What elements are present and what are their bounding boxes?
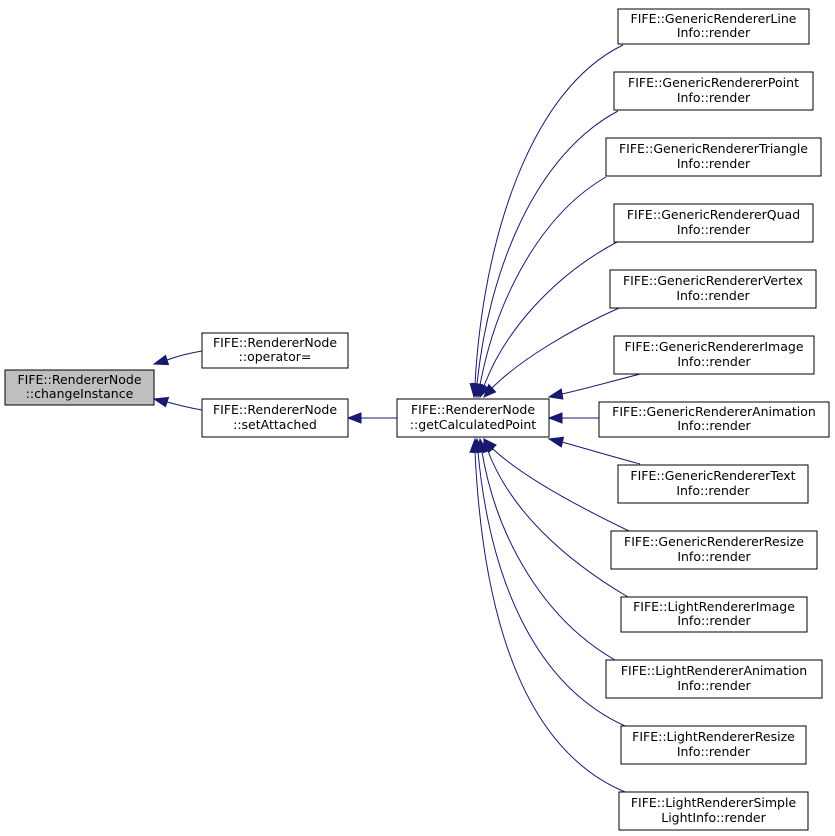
node-point-info-line2: Info::render [677,90,751,105]
node-vertex-info-line2: Info::render [676,288,750,303]
node-light-resize-info[interactable]: FIFE::LightRendererResize Info::render [620,725,807,765]
node-light-simple-info-line2: LightInfo::render [661,810,766,825]
edge-line [474,44,624,385]
node-animation-info-line2: Info::render [677,418,751,433]
node-vertex-info-line1: FIFE::GenericRendererVertex [623,273,803,288]
node-set-attached-line2: ::setAttached [233,417,317,432]
arrowhead-icon [479,383,490,399]
arrowhead-icon [547,412,563,424]
edge-line [483,241,618,387]
edge-animation-info-to-get-calculated-point [547,412,599,424]
node-image-info[interactable]: FIFE::GenericRendererImage Info::render [613,335,815,375]
node-get-calculated-point-line1: FIFE::RendererNode [411,402,535,417]
node-operator-assign-line1: FIFE::RendererNode [213,335,337,350]
node-light-resize-info-line2: Info::render [677,744,751,759]
node-light-image-info-line2: Info::render [677,613,751,628]
node-set-attached[interactable]: FIFE::RendererNode ::setAttached [201,398,349,438]
node-triangle-info-line1: FIFE::GenericRendererTriangle [619,141,808,156]
node-set-attached-line1: FIFE::RendererNode [213,402,337,417]
edge-line [476,110,619,385]
node-image-info-line2: Info::render [677,354,751,369]
node-light-image-info-line1: FIFE::LightRendererImage [633,599,795,614]
edge-line [474,451,626,793]
edge-line [166,401,203,411]
node-change-instance-line1: FIFE::RendererNode [17,372,141,387]
arrowhead-icon [152,396,170,408]
node-light-simple-info[interactable]: FIFE::LightRendererSimple LightInfo::ren… [618,791,809,831]
arrowhead-icon [547,388,564,400]
node-animation-info[interactable]: FIFE::GenericRendererAnimation Info::ren… [598,401,830,438]
edge-line [479,176,607,386]
node-point-info-line1: FIFE::GenericRendererPoint [628,75,799,90]
edge-line [491,447,630,532]
node-triangle-info[interactable]: FIFE::GenericRendererTriangle Info::rend… [605,137,822,177]
node-vertex-info[interactable]: FIFE::GenericRendererVertex Info::render [609,269,817,309]
node-change-instance-line2: ::changeInstance [26,386,134,401]
edge-line [166,350,203,361]
edge-line [477,451,626,727]
node-point-info[interactable]: FIFE::GenericRendererPoint Info::render [613,71,814,111]
node-light-resize-info-line1: FIFE::LightRendererResize [632,729,795,744]
edge-light-simple-info-to-get-calculated-point [469,437,626,793]
node-light-simple-info-line1: FIFE::LightRendererSimple [631,795,797,810]
node-operator-assign[interactable]: FIFE::RendererNode ::operator= [201,332,349,369]
node-get-calculated-point-line2: ::getCalculatedPoint [410,417,536,432]
graph-edges [152,44,641,793]
edge-light-resize-info-to-get-calculated-point [472,437,626,727]
node-light-animation-info-line2: Info::render [677,678,751,693]
node-operator-assign-line2: ::operator= [239,349,312,364]
edge-line [491,307,620,389]
edge-vertex-info-to-get-calculated-point [483,307,620,398]
edge-quad-info-to-get-calculated-point [479,241,618,399]
node-text-info-line2: Info::render [676,483,750,498]
edge-set-attached-to-change-instance [152,396,203,411]
edge-line [487,450,629,598]
node-light-animation-info[interactable]: FIFE::LightRendererAnimation Info::rende… [605,659,823,699]
node-line-info-line1: FIFE::GenericRendererLine [631,11,797,26]
edge-line [481,451,616,661]
node-quad-info-line1: FIFE::GenericRendererQuad [627,207,800,222]
node-animation-info-line1: FIFE::GenericRendererAnimation [612,404,816,419]
edge-text-info-to-get-calculated-point [547,436,641,465]
node-quad-info-line2: Info::render [677,222,751,237]
node-light-image-info[interactable]: FIFE::LightRendererImage Info::render [620,596,808,633]
arrowhead-icon [346,412,362,424]
node-line-info-line2: Info::render [677,25,751,40]
edge-line [561,373,641,395]
node-light-animation-info-line1: FIFE::LightRendererAnimation [621,663,807,678]
node-text-info-line1: FIFE::GenericRendererText [630,468,795,483]
edge-light-image-info-to-get-calculated-point [482,437,629,598]
node-text-info[interactable]: FIFE::GenericRendererText Info::render [617,464,809,504]
node-quad-info[interactable]: FIFE::GenericRendererQuad Info::render [613,203,814,243]
edge-resize-info-to-get-calculated-point [483,437,630,532]
arrowhead-icon [469,437,481,453]
node-image-info-line1: FIFE::GenericRendererImage [624,339,803,354]
arrowhead-icon [483,383,497,398]
edge-get-calculated-point-to-set-attached [346,412,397,424]
node-resize-info-line1: FIFE::GenericRendererResize [624,534,804,549]
node-resize-info[interactable]: FIFE::GenericRendererResize Info::render [610,530,818,570]
arrowhead-icon [152,354,170,366]
edge-triangle-info-to-get-calculated-point [474,176,607,399]
node-resize-info-line2: Info::render [677,549,751,564]
node-get-calculated-point[interactable]: FIFE::RendererNode ::getCalculatedPoint [396,398,550,438]
edge-operator-assign-to-change-instance [152,350,203,366]
edge-line-info-to-get-calculated-point [469,44,624,399]
edge-line [561,441,641,465]
node-line-info[interactable]: FIFE::GenericRendererLine Info::render [617,8,810,45]
edge-image-info-to-get-calculated-point [547,373,641,400]
node-triangle-info-line2: Info::render [677,156,751,171]
arrowhead-icon [547,436,565,448]
node-change-instance[interactable]: FIFE::RendererNode ::changeInstance [4,369,155,406]
